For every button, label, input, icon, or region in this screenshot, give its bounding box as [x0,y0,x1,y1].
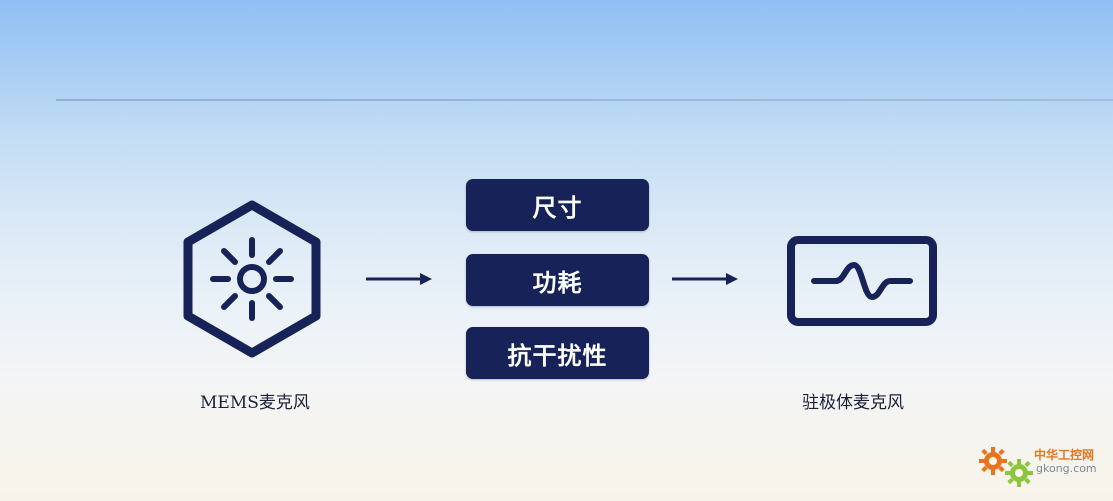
green-gear-icon [1005,459,1033,487]
factor-power-box: 功耗 [466,254,649,306]
factor-size-box: 尺寸 [466,179,649,231]
factor-interference-box: 抗干扰性 [466,327,649,379]
watermark-logo: 中华工控网 gkong.com [974,438,1113,498]
waveform-box-icon [786,235,938,327]
orange-gear-icon [979,447,1007,475]
watermark-domain: gkong.com [1036,462,1097,475]
electret-microphone-label: 驻极体麦克风 [802,393,904,413]
arrow-right-icon [366,271,434,287]
mems-microphone-label: MEMS麦克风 [200,393,310,413]
watermark-title: 中华工控网 [1034,448,1095,462]
mems-sensor-hexagon-icon [180,198,324,360]
arrow-right-icon [672,271,740,287]
top-divider [56,99,1113,101]
